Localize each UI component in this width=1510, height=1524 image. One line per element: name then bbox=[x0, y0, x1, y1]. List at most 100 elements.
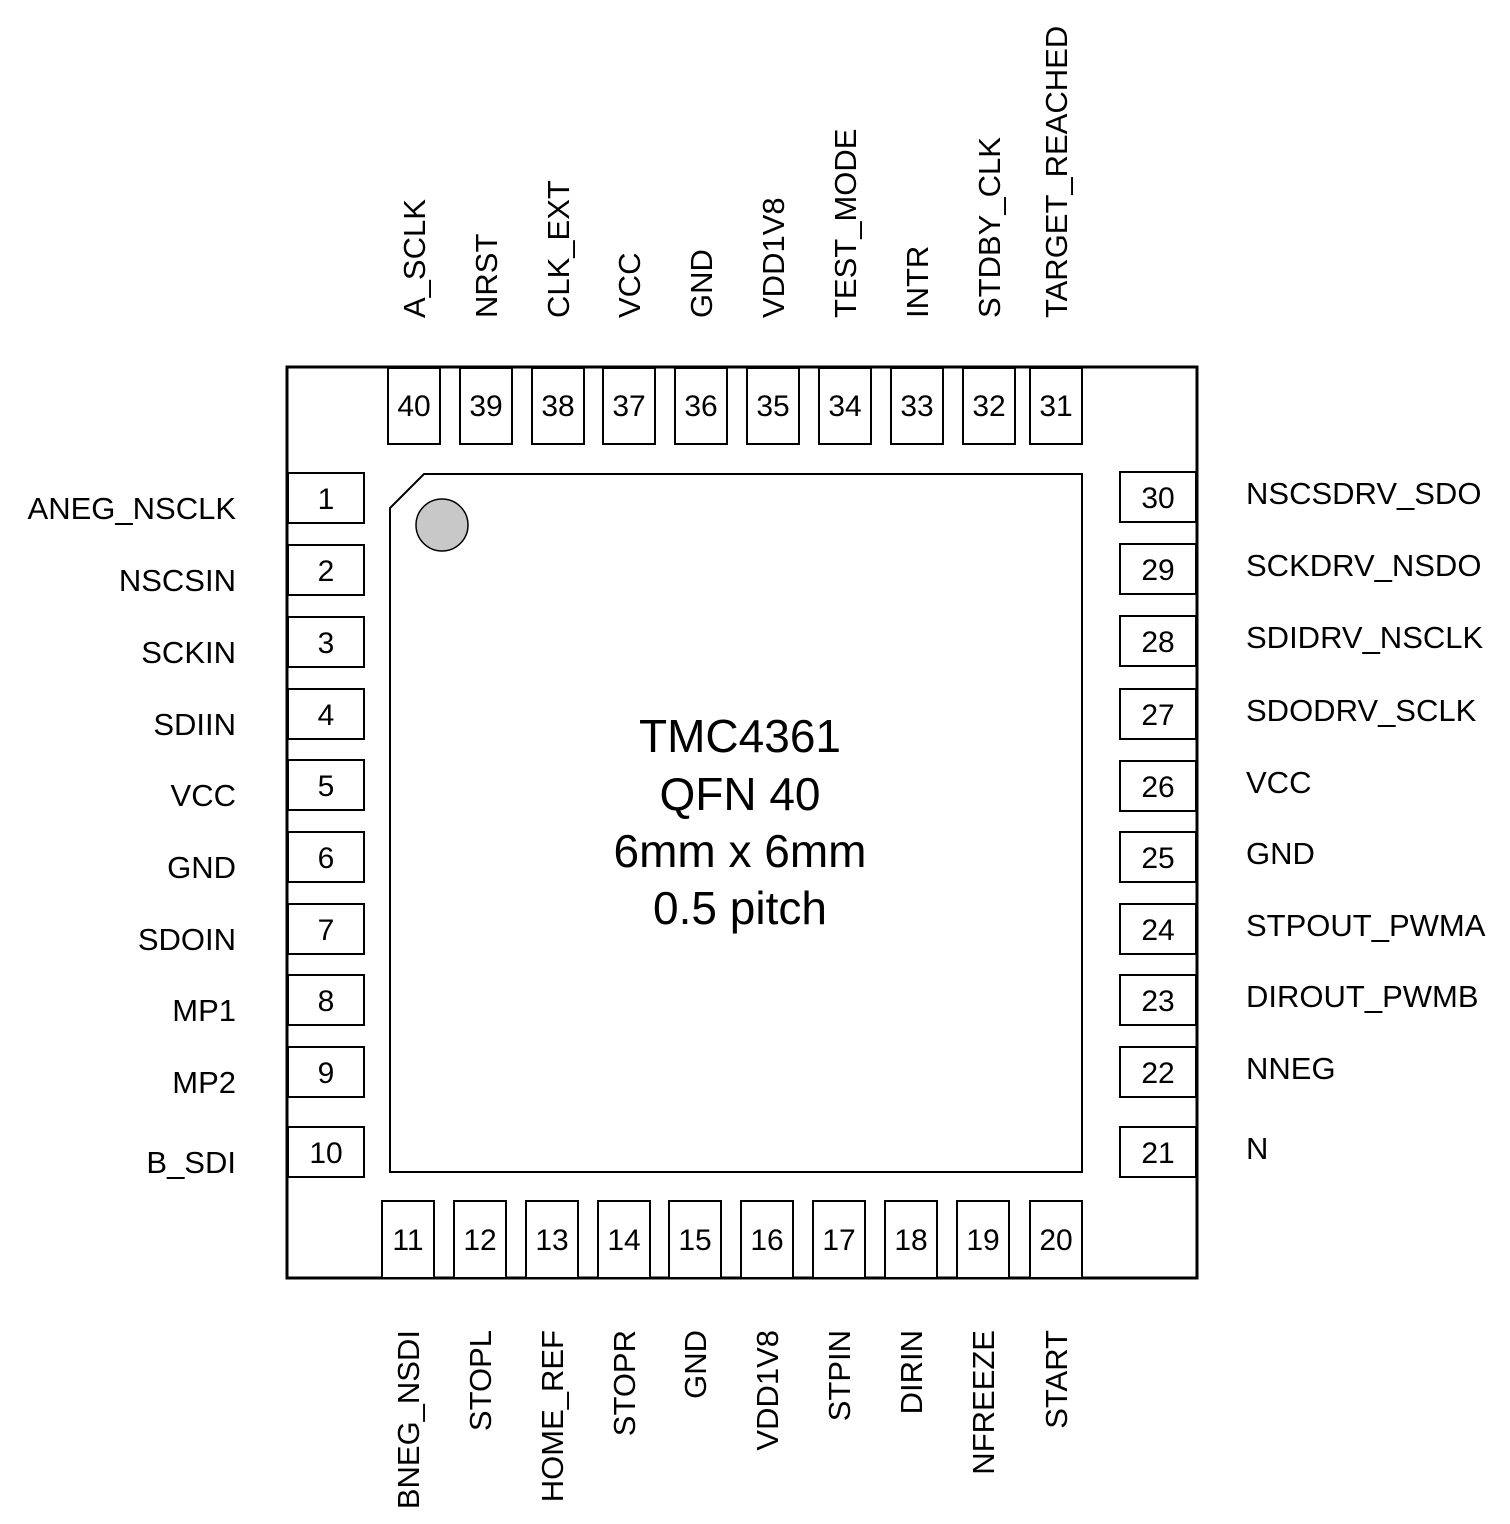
pin-name: VDD1V8 bbox=[756, 197, 791, 318]
pin-name: DIROUT_PWMB bbox=[1246, 979, 1479, 1014]
pin-pad bbox=[287, 616, 365, 668]
pin-pad bbox=[890, 367, 944, 445]
pin-number: 28 bbox=[1141, 626, 1174, 659]
pin1-marker-icon bbox=[415, 498, 469, 552]
pin-name: START bbox=[1039, 1330, 1074, 1429]
pin-pad bbox=[1119, 471, 1197, 523]
pin-pad bbox=[287, 759, 365, 811]
pin-name: NFREEZE bbox=[966, 1330, 1001, 1475]
pin-name: SDIDRV_NSCLK bbox=[1246, 620, 1484, 655]
pin-pad bbox=[287, 903, 365, 955]
pin-number: 35 bbox=[756, 390, 789, 423]
pin-23: 23 DIROUT_PWMB bbox=[1119, 974, 1479, 1026]
pin-pad bbox=[459, 367, 513, 445]
pin-pad bbox=[287, 544, 365, 596]
pin-name: ANEG_NSCLK bbox=[28, 491, 237, 526]
pin-pad bbox=[1029, 367, 1083, 445]
pin-name: STPOUT_PWMA bbox=[1246, 908, 1486, 943]
pin-number: 25 bbox=[1141, 842, 1174, 875]
pin-name: MP1 bbox=[172, 993, 236, 1028]
pin-number: 9 bbox=[318, 1057, 335, 1090]
pin-36: 36 GND bbox=[674, 249, 728, 445]
pin-pad bbox=[453, 1200, 507, 1279]
pin-name: BNEG_NSDI bbox=[391, 1330, 426, 1509]
pin-number: 14 bbox=[607, 1224, 640, 1257]
pin-pad bbox=[1029, 1200, 1083, 1279]
pin-pad bbox=[884, 1200, 938, 1279]
pin-number: 4 bbox=[318, 699, 335, 732]
pin-number: 8 bbox=[318, 985, 335, 1018]
pin-number: 22 bbox=[1141, 1057, 1174, 1090]
pin-10: 10B_SDI bbox=[146, 1126, 365, 1180]
pin-31: 31 TARGET_REACHED bbox=[1029, 26, 1083, 445]
pin-pad bbox=[956, 1200, 1010, 1279]
pin-40: 40A_SCLK bbox=[387, 199, 441, 445]
pin-pad bbox=[1119, 543, 1197, 595]
pin-name: INTR bbox=[900, 246, 935, 318]
pin-pad bbox=[602, 367, 656, 445]
pin-number: 24 bbox=[1141, 914, 1174, 947]
pin-number: 32 bbox=[972, 390, 1005, 423]
pins-top: 31TARGET_REACHED32STDBY_CLK33INTR34TEST_… bbox=[387, 26, 1083, 445]
pin-name: VCC bbox=[1246, 765, 1311, 800]
pin-name: VCC bbox=[171, 778, 236, 813]
pin-number: 38 bbox=[541, 390, 574, 423]
pin-pad bbox=[287, 688, 365, 740]
pin-number: 30 bbox=[1141, 482, 1174, 515]
pin-5: 5 VCC bbox=[171, 759, 365, 813]
pin-8: 8 MP1 bbox=[172, 974, 365, 1028]
pin-name: CLK_EXT bbox=[541, 180, 576, 318]
pin-number: 40 bbox=[397, 390, 430, 423]
pin-pad bbox=[1119, 688, 1197, 740]
pin-pad bbox=[1119, 1046, 1197, 1098]
pin-pad bbox=[746, 367, 800, 445]
pin-name: STOPL bbox=[463, 1330, 498, 1431]
pin-number: 23 bbox=[1141, 985, 1174, 1018]
pin-35: 35 VDD1V8 bbox=[746, 197, 800, 445]
pin-name: TARGET_REACHED bbox=[1039, 26, 1074, 318]
pin-pad bbox=[818, 367, 872, 445]
pin-number: 19 bbox=[966, 1224, 999, 1257]
pin-pad bbox=[668, 1200, 722, 1279]
pin-name: GND bbox=[684, 249, 719, 318]
pin-number: 5 bbox=[318, 770, 335, 803]
pin-number: 11 bbox=[392, 1224, 423, 1257]
pin-number: 31 bbox=[1039, 390, 1072, 423]
pin-pad bbox=[525, 1200, 579, 1279]
pin-pad bbox=[1119, 831, 1197, 883]
pin-number: 36 bbox=[684, 390, 717, 423]
pin-name: B_SDI bbox=[146, 1145, 236, 1180]
pin-name: NRST bbox=[469, 234, 504, 318]
chip-size: 6mm x 6mm bbox=[614, 825, 867, 877]
pin-number: 21 bbox=[1141, 1137, 1174, 1170]
pin-number: 12 bbox=[463, 1224, 496, 1257]
pins-left: 1ANEG_NSCLK2NSCSIN3SCKIN4SDIIN5VCC6GND7S… bbox=[28, 472, 365, 1180]
pin-pad bbox=[1119, 903, 1197, 955]
pin-number: 17 bbox=[822, 1224, 855, 1257]
pin-pad bbox=[287, 831, 365, 883]
pin-pad bbox=[740, 1200, 794, 1279]
